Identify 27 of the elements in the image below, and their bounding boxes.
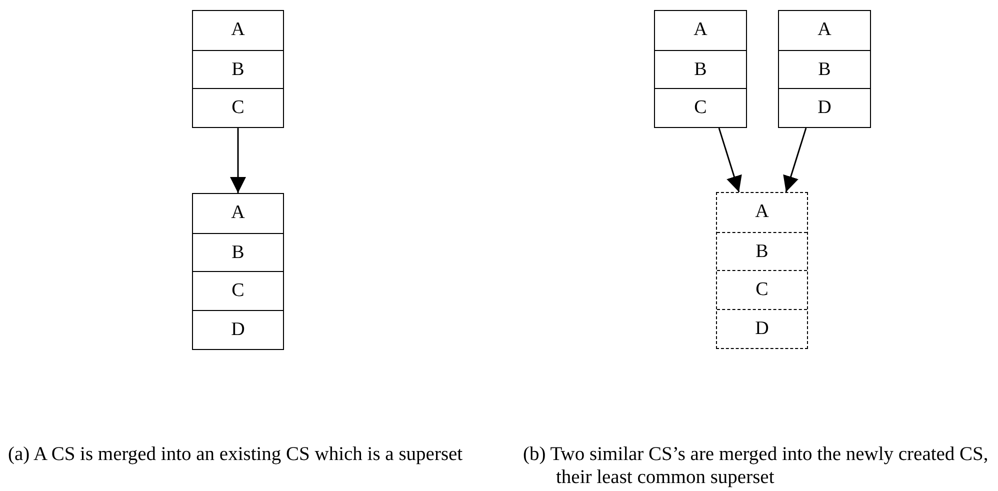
field-label: A xyxy=(754,200,770,224)
field-label: C xyxy=(717,270,807,310)
record-box xyxy=(654,10,747,128)
field-label: B xyxy=(193,50,283,88)
caption: (a) A CS is merged into an existing CS which is a superset xyxy=(8,443,464,466)
field-label: A xyxy=(230,201,246,225)
field-label: B xyxy=(717,232,807,270)
arrow xyxy=(230,128,246,193)
record-box xyxy=(778,10,871,128)
field-label: A xyxy=(816,18,832,42)
arrow xyxy=(783,128,807,192)
arrow xyxy=(718,128,742,192)
field-label: A xyxy=(692,18,708,42)
field-label: B xyxy=(655,50,746,88)
field-label: D xyxy=(717,309,807,348)
record-box xyxy=(192,10,284,128)
field-label: C xyxy=(193,271,283,310)
caption: (b) Two similar CS’s are merged into the newly created CS, their least common superset xyxy=(523,443,990,489)
field-label: C xyxy=(193,88,283,128)
field-label: D xyxy=(193,310,283,349)
field-label: D xyxy=(779,88,870,128)
record-box xyxy=(192,193,284,350)
field-label: C xyxy=(655,88,746,128)
field-label: B xyxy=(193,232,283,272)
field-label: B xyxy=(779,50,870,88)
record-box xyxy=(716,192,808,349)
field-label: A xyxy=(230,18,246,42)
